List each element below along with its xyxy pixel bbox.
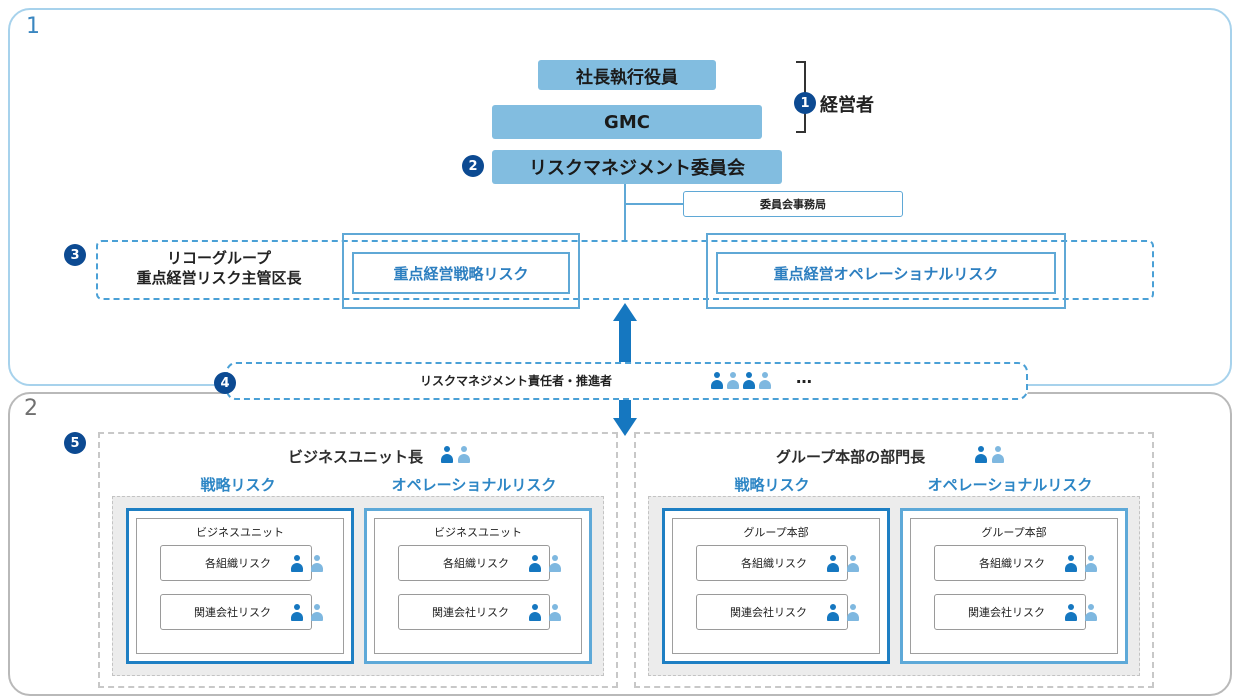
hq-strategic-item-affiliate: 関連会社リスク <box>696 594 848 630</box>
double-arrow-icon <box>613 303 637 321</box>
promoters-band <box>226 362 1028 400</box>
person-icon <box>846 604 860 622</box>
operational-risk-frame <box>706 233 1066 309</box>
promoters-people <box>710 370 772 390</box>
person-icon <box>548 604 562 622</box>
gmc-box: GMC <box>492 105 762 139</box>
item-people <box>290 602 324 622</box>
group-hq-title: グループ本部の部門長 <box>776 448 926 466</box>
bu-operational-item-affiliate: 関連会社リスク <box>398 594 550 630</box>
hq-operational-item-org: 各組織リスク <box>934 545 1086 581</box>
arrow-head-down <box>613 418 637 436</box>
item-people <box>290 553 324 573</box>
secretariat-box: 委員会事務局 <box>683 191 903 217</box>
person-icon <box>1084 604 1098 622</box>
person-icon <box>290 604 304 622</box>
item-people <box>826 602 860 622</box>
person-icon <box>758 372 772 390</box>
bu-strategic-item-affiliate: 関連会社リスク <box>160 594 312 630</box>
person-icon <box>974 446 988 464</box>
business-unit-people <box>440 446 471 464</box>
hq-operational-inner <box>910 518 1118 654</box>
item-label: 各組織リスク <box>979 557 1045 570</box>
badge-1: 1 <box>794 92 816 114</box>
person-icon <box>726 372 740 390</box>
item-label: 関連会社リスク <box>194 606 271 619</box>
person-icon <box>548 555 562 573</box>
bu-operational-inner <box>374 518 582 654</box>
person-icon <box>1084 555 1098 573</box>
item-people <box>1064 602 1098 622</box>
person-icon <box>826 555 840 573</box>
person-icon <box>826 604 840 622</box>
frame-number-1: 1 <box>26 14 40 39</box>
item-people <box>1064 553 1098 573</box>
business-unit-title: ビジネスユニット長 <box>288 448 424 466</box>
item-people <box>528 602 562 622</box>
item-people <box>528 553 562 573</box>
connector-committee-down <box>624 184 626 240</box>
promoters-label: リスクマネジメント責任者・推進者 <box>420 374 613 388</box>
item-label: 関連会社リスク <box>968 606 1045 619</box>
person-icon <box>290 555 304 573</box>
hq-operational-head: オペレーショナルリスク <box>927 476 1093 494</box>
ceo-box: 社長執行役員 <box>538 60 716 90</box>
promoters-ellipsis: … <box>796 368 812 387</box>
person-icon <box>440 446 454 464</box>
person-icon <box>528 555 542 573</box>
badge-2: 2 <box>462 155 484 177</box>
strategic-risk-frame <box>342 233 580 309</box>
group-title-line2: 重点経営リスク主管区長 <box>136 269 302 287</box>
item-label: 各組織リスク <box>205 557 271 570</box>
person-icon <box>846 555 860 573</box>
person-icon <box>528 604 542 622</box>
group-hq-people <box>974 446 1005 464</box>
item-label: 各組織リスク <box>443 557 509 570</box>
hq-strategic-inner <box>672 518 880 654</box>
frame-number-2: 2 <box>24 396 38 421</box>
group-hq-section <box>634 432 1154 688</box>
connector-secretariat <box>624 203 684 205</box>
group-risk-band <box>96 240 1154 300</box>
business-unit-section <box>98 432 618 688</box>
person-icon <box>742 372 756 390</box>
hq-operational-item-affiliate: 関連会社リスク <box>934 594 1086 630</box>
badge-5: 5 <box>64 432 86 454</box>
group-title-line1: リコーグループ <box>166 249 272 267</box>
item-label: 関連会社リスク <box>730 606 807 619</box>
badge-4: 4 <box>214 372 236 394</box>
operational-risk-box: 重点経営オペレーショナルリスク <box>716 252 1056 294</box>
bu-operational-inner-title: ビジネスユニット <box>434 526 522 539</box>
arrow-shaft-lower <box>619 400 631 420</box>
bu-operational-item-org: 各組織リスク <box>398 545 550 581</box>
bu-strategic-item-org: 各組織リスク <box>160 545 312 581</box>
risk-committee-box: リスクマネジメント委員会 <box>492 150 782 184</box>
hq-strategic-head: 戦略リスク <box>734 476 810 494</box>
item-label: 関連会社リスク <box>432 606 509 619</box>
hq-strategic-inner-title: グループ本部 <box>743 526 809 539</box>
item-people <box>826 553 860 573</box>
person-icon <box>310 555 324 573</box>
hq-operational-inner-title: グループ本部 <box>981 526 1047 539</box>
bu-strategic-head: 戦略リスク <box>200 476 276 494</box>
arrow-shaft-upper <box>619 320 631 362</box>
badge-3: 3 <box>64 244 86 266</box>
person-icon <box>457 446 471 464</box>
bu-strategic-inner <box>136 518 344 654</box>
bu-operational-head: オペレーショナルリスク <box>391 476 557 494</box>
person-icon <box>310 604 324 622</box>
person-icon <box>1064 555 1078 573</box>
item-label: 各組織リスク <box>741 557 807 570</box>
person-icon <box>1064 604 1078 622</box>
person-icon <box>710 372 724 390</box>
management-label: 経営者 <box>820 95 874 116</box>
hq-strategic-item-org: 各組織リスク <box>696 545 848 581</box>
person-icon <box>991 446 1005 464</box>
bu-strategic-inner-title: ビジネスユニット <box>196 526 284 539</box>
group-title: リコーグループ 重点経営リスク主管区長 <box>104 248 334 288</box>
strategic-risk-box: 重点経営戦略リスク <box>352 252 570 294</box>
